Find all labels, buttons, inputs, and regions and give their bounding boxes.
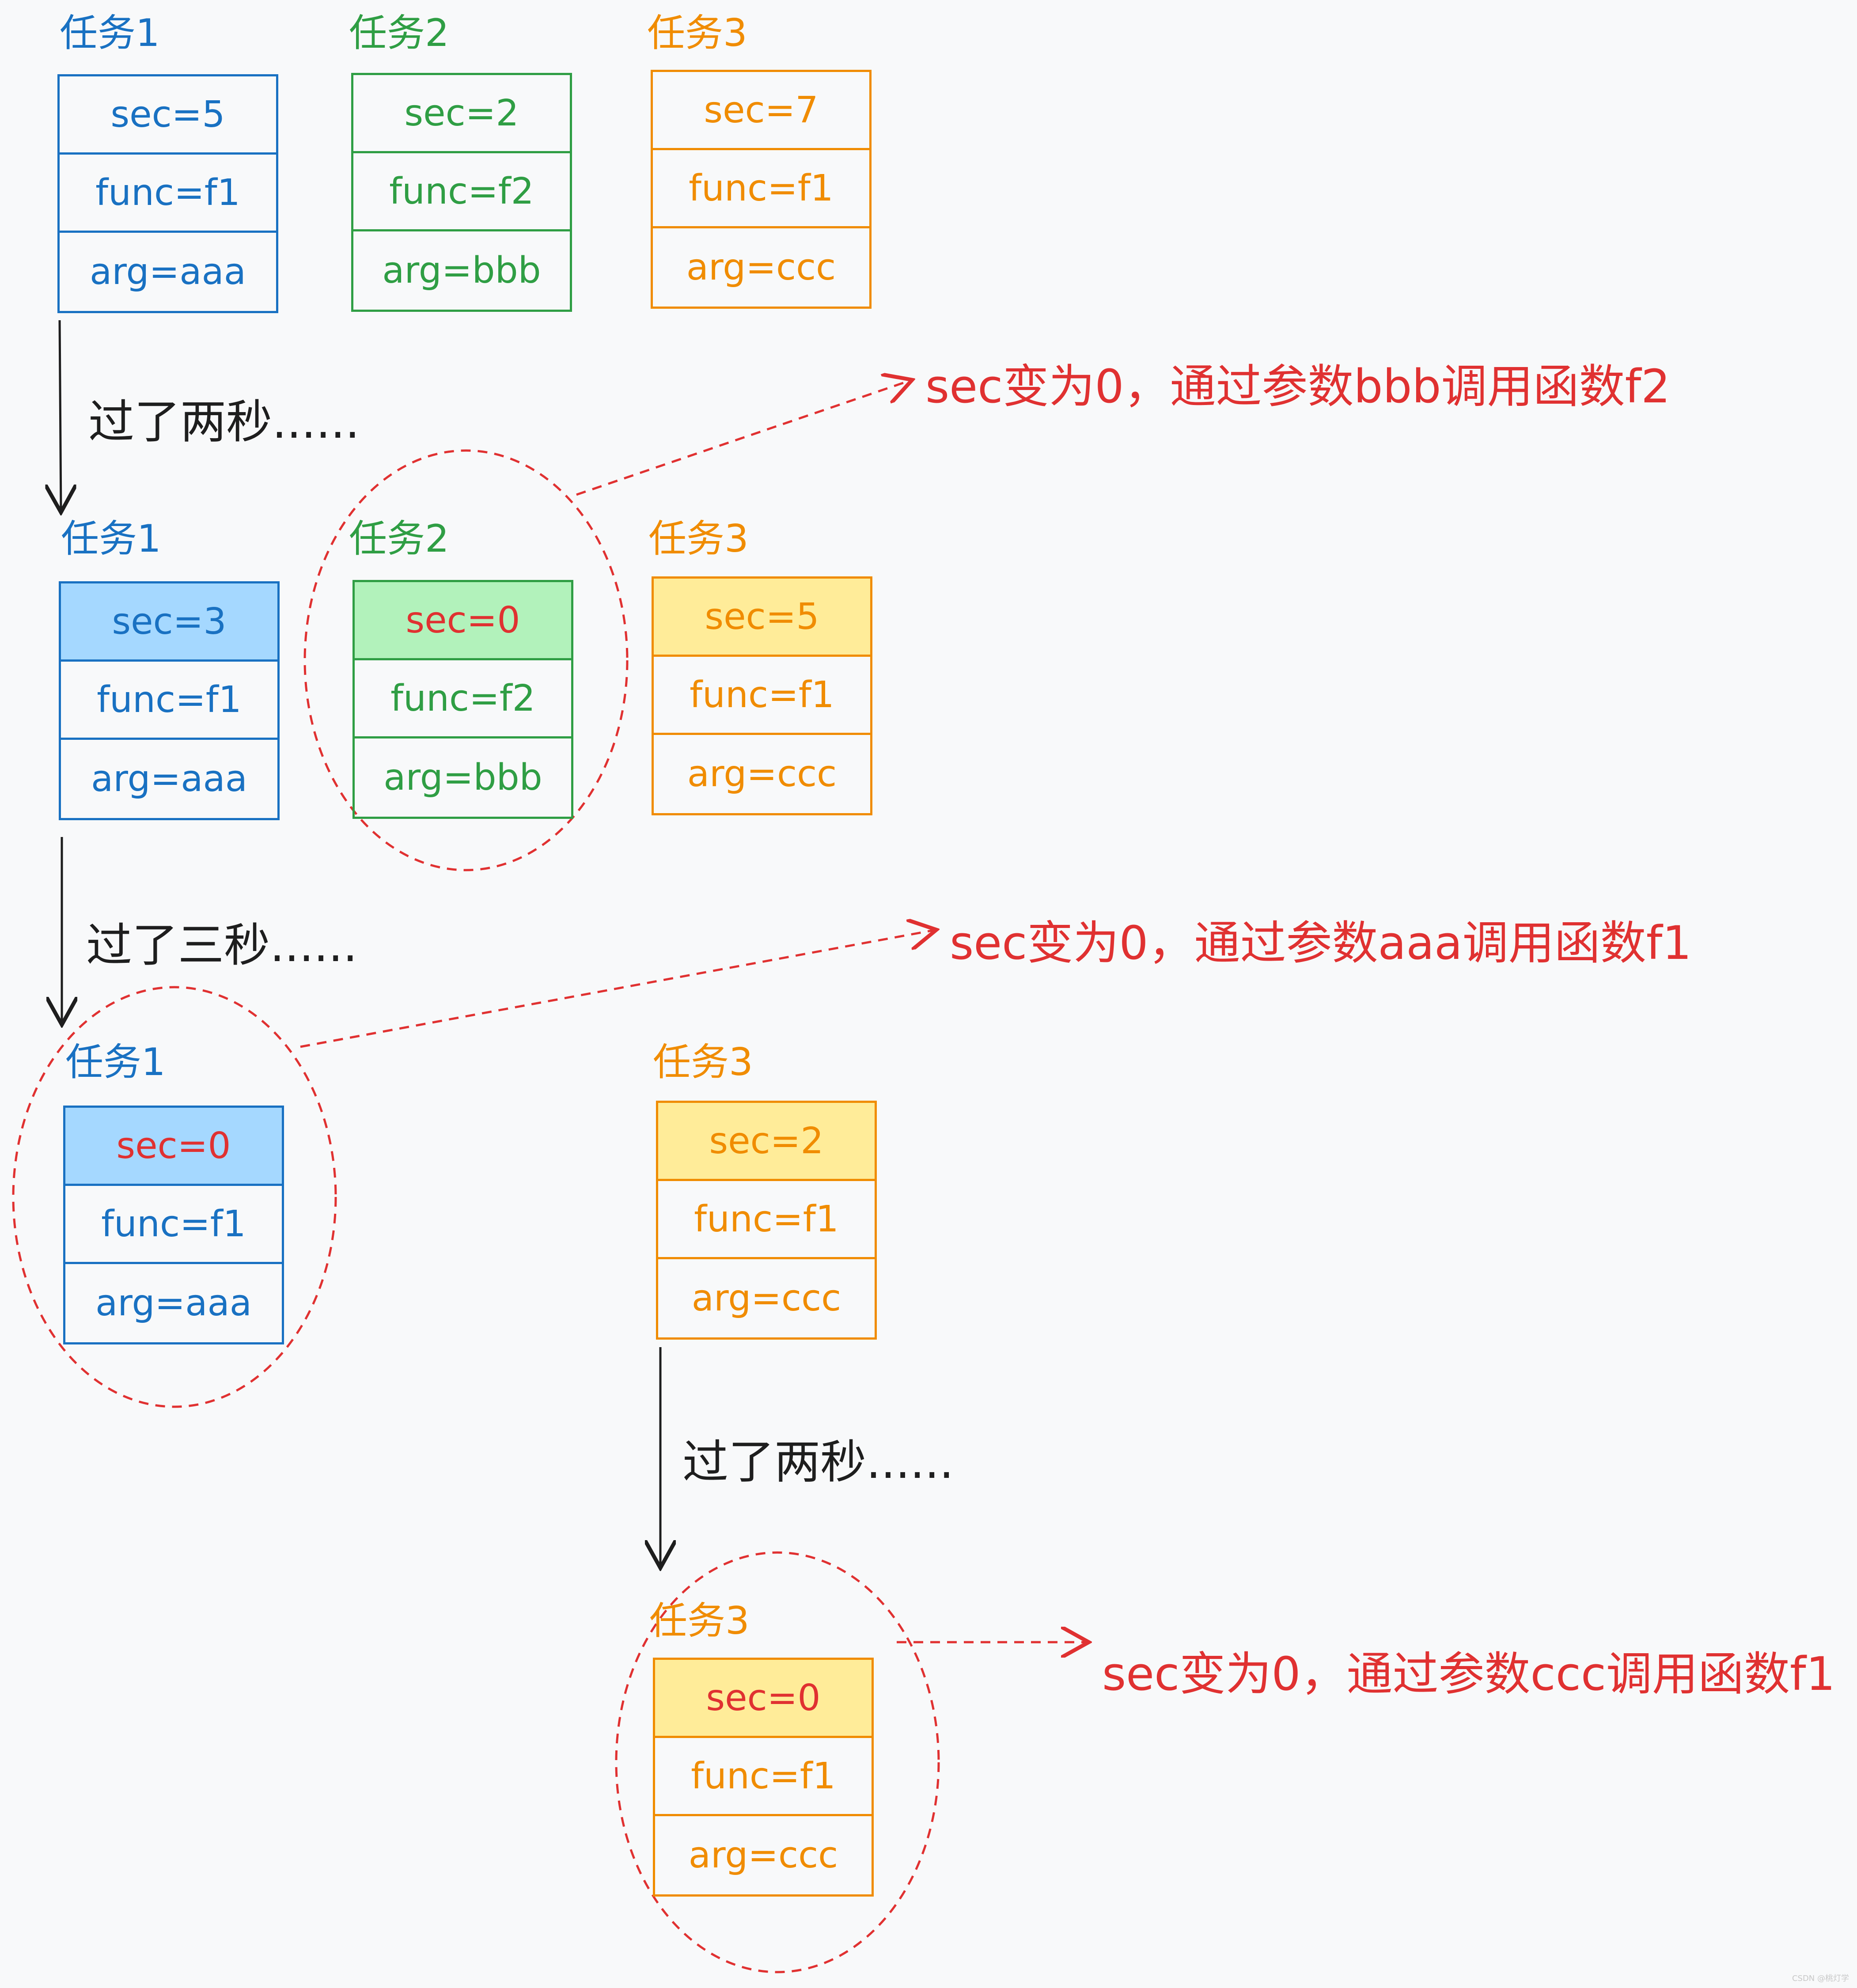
row2-task3-box: sec=5 func=f1 arg=ccc (652, 576, 872, 815)
row2-task1-box: sec=3 func=f1 arg=aaa (59, 581, 280, 820)
row3-task3-title: 任务3 (653, 1040, 753, 1084)
row2-task2-box: sec=0 func=f2 arg=bbb (352, 580, 573, 819)
highlight-ellipse-task1 (12, 986, 337, 1408)
row3-task3-box: sec=2 func=f1 arg=ccc (656, 1101, 877, 1340)
sec-cell: sec=0 (65, 1108, 282, 1186)
func-cell: func=f1 (658, 1181, 875, 1259)
sec-cell: sec=5 (60, 76, 276, 155)
func-cell: func=f1 (61, 662, 277, 740)
func-cell: func=f2 (353, 153, 570, 231)
func-cell: func=f1 (65, 1186, 282, 1264)
func-cell: func=f2 (355, 660, 571, 738)
row3-task1-box: sec=0 func=f1 arg=aaa (63, 1106, 284, 1344)
arg-cell: arg=aaa (89, 251, 246, 293)
row3-task1-title: 任务1 (65, 1040, 166, 1084)
sec-cell: sec=7 (653, 72, 869, 150)
note1: sec变为0，通过参数bbb调用函数f2 (925, 360, 1671, 413)
step1-arrow (60, 320, 61, 512)
sec-cell: sec=2 (658, 1103, 875, 1181)
sec-cell: sec=2 (353, 75, 570, 153)
sec-cell: sec=0 (355, 582, 571, 660)
arg-cell: arg=ccc (688, 1834, 838, 1876)
row1-task1-box: sec=5 func=f1 arg=aaa (57, 74, 278, 313)
row4-task3-box: sec=0 func=f1 arg=ccc (653, 1658, 874, 1897)
arg-cell: arg=bbb (382, 250, 541, 292)
sec-cell: sec=0 (655, 1660, 872, 1738)
row2-task3-title: 任务3 (648, 517, 749, 561)
sec-cell: sec=5 (654, 579, 870, 657)
note2-arrow (300, 930, 936, 1048)
row1-task2-box: sec=2 func=f2 arg=bbb (351, 73, 572, 312)
arg-cell: arg=ccc (691, 1277, 841, 1319)
arg-cell: arg=ccc (687, 753, 837, 795)
arg-cell: arg=aaa (95, 1282, 252, 1324)
row1-task2-title: 任务2 (349, 11, 449, 55)
arg-cell: arg=aaa (91, 758, 248, 800)
note2: sec变为0，通过参数aaa调用函数f1 (950, 916, 1692, 970)
watermark: CSDN @桃灯学 (1792, 1974, 1849, 1983)
row4-task3-title: 任务3 (649, 1599, 750, 1643)
row2-task1-title: 任务1 (61, 517, 161, 561)
row2-task2-title: 任务2 (349, 517, 449, 561)
sec-cell: sec=3 (61, 583, 277, 662)
arg-cell: arg=bbb (383, 757, 542, 799)
step1-label: 过了两秒...... (88, 395, 360, 449)
row1-task3-title: 任务3 (647, 11, 747, 55)
func-cell: func=f1 (60, 155, 276, 233)
highlight-ellipse-task3 (615, 1551, 940, 1973)
note3: sec变为0，通过参数ccc调用函数f1 (1102, 1647, 1835, 1701)
step2-label: 过了三秒...... (86, 918, 358, 972)
func-cell: func=f1 (653, 150, 869, 228)
note1-arrow (576, 380, 912, 496)
func-cell: func=f1 (654, 657, 870, 735)
highlight-ellipse-task2 (303, 449, 629, 871)
step3-label: 过了两秒...... (682, 1435, 954, 1489)
row1-task3-box: sec=7 func=f1 arg=ccc (651, 70, 872, 309)
arg-cell: arg=ccc (686, 246, 836, 288)
func-cell: func=f1 (655, 1738, 872, 1816)
row1-task1-title: 任务1 (60, 11, 160, 55)
